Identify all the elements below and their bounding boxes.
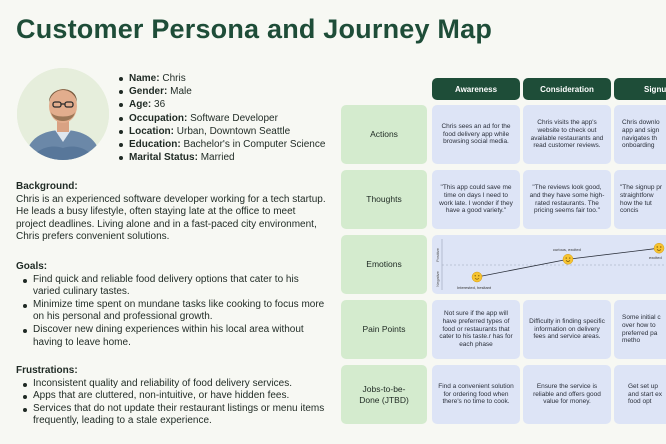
row-label-actions: Actions bbox=[341, 105, 427, 164]
pain-cell-awareness: Not sure if the app will have preferred … bbox=[432, 300, 520, 359]
goals-heading: Goals: bbox=[16, 261, 48, 272]
emoji-face-icon bbox=[653, 242, 665, 254]
emotion-label: Interested, hesitant bbox=[457, 285, 492, 290]
goal-item: Find quick and reliable food delivery op… bbox=[16, 274, 328, 299]
stage-header-signup: Signu bbox=[614, 78, 666, 100]
person-photo-icon bbox=[17, 68, 109, 160]
profile-item-age: Age: 36 bbox=[118, 98, 325, 111]
pain-cell-signup: Some initial c over how to preferred pa … bbox=[614, 300, 666, 359]
row-label-jtbd: Jobs-to-be-Done (JTBD) bbox=[341, 365, 427, 424]
emotion-label: curious, excited bbox=[553, 247, 581, 252]
axis-label-positive: Positive bbox=[435, 247, 440, 262]
stage-header-consideration: Consideration bbox=[523, 78, 611, 100]
profile-item-gender: Gender: Male bbox=[118, 85, 325, 98]
actions-cell-signup: Chris downlo app and sign navigates th o… bbox=[614, 105, 666, 164]
row-label-pain-points: Pain Points bbox=[341, 300, 427, 359]
frustration-item: Apps that are cluttered, non-intuitive, … bbox=[16, 390, 328, 403]
row-label-thoughts: Thoughts bbox=[341, 170, 427, 229]
emotion-label: excited bbox=[649, 255, 662, 260]
frustrations-heading: Frustrations: bbox=[16, 365, 78, 376]
persona-avatar bbox=[17, 68, 109, 160]
frustrations-section: Frustrations: Inconsistent quality and r… bbox=[16, 365, 328, 428]
frustration-item: Inconsistent quality and reliability of … bbox=[16, 378, 328, 391]
emoji-face-icon bbox=[471, 271, 483, 283]
jtbd-cell-awareness: Find a convenient solution for ordering … bbox=[432, 365, 520, 424]
background-heading: Background: bbox=[16, 181, 78, 192]
background-section: Background: Chris is an experienced soft… bbox=[16, 181, 328, 244]
background-text: Chris is an experienced software develop… bbox=[16, 193, 326, 243]
goals-section: Goals: Find quick and reliable food deli… bbox=[16, 261, 328, 349]
emotions-chart: Positive Negative Interested, hesitant cu… bbox=[432, 235, 666, 294]
thoughts-cell-signup: "The signup pr straightforw how the tut … bbox=[614, 170, 666, 229]
profile-item-education: Education: Bachelor's in Computer Scienc… bbox=[118, 138, 325, 151]
jtbd-cell-signup: Get set up and start ex food opt bbox=[614, 365, 666, 424]
frustration-item: Services that do not update their restau… bbox=[16, 403, 328, 428]
thoughts-cell-awareness: "This app could save me time on days I n… bbox=[432, 170, 520, 229]
profile-item-name: Name: Chris bbox=[118, 72, 325, 85]
row-label-emotions: Emotions bbox=[341, 235, 427, 294]
pain-cell-consideration: Difficulty in finding specific informati… bbox=[523, 300, 611, 359]
jtbd-cell-consideration: Ensure the service is reliable and offer… bbox=[523, 365, 611, 424]
goal-item: Discover new dining experiences within h… bbox=[16, 324, 328, 349]
emotions-curve-chart: Positive Negative Interested, hesitant cu… bbox=[435, 239, 666, 290]
thoughts-cell-consideration: "The reviews look good, and they have so… bbox=[523, 170, 611, 229]
goal-item: Minimize time spent on mundane tasks lik… bbox=[16, 299, 328, 324]
actions-cell-awareness: Chris sees an ad for the food delivery a… bbox=[432, 105, 520, 164]
profile-item-marital-status: Marital Status: Married bbox=[118, 151, 325, 164]
persona-profile-list: Name: Chris Gender: Male Age: 36 Occupat… bbox=[118, 72, 325, 164]
emoji-face-icon bbox=[562, 253, 574, 265]
actions-cell-consideration: Chris visits the app's website to check … bbox=[523, 105, 611, 164]
profile-item-occupation: Occupation: Software Developer bbox=[118, 112, 325, 125]
stage-header-awareness: Awareness bbox=[432, 78, 520, 100]
page-title: Customer Persona and Journey Map bbox=[16, 14, 493, 44]
axis-label-negative: Negative bbox=[435, 270, 440, 287]
profile-item-location: Location: Urban, Downtown Seattle bbox=[118, 125, 325, 138]
